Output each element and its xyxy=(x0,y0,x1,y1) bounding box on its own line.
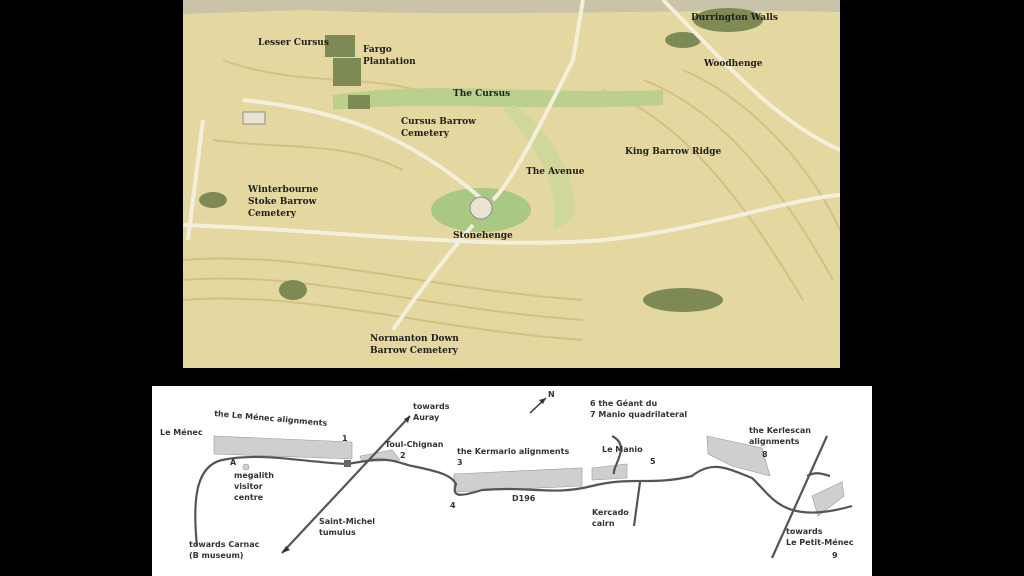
label-a: A xyxy=(230,458,237,467)
label-geant-du-manio: 6 the Géant du 7 Manio quadrilateral xyxy=(590,398,687,420)
label-4: 4 xyxy=(450,501,456,510)
label-durrington-walls: Durrington Walls xyxy=(691,13,778,23)
label-woodhenge: Woodhenge xyxy=(704,59,763,69)
label-towards-carnac: towards Carnac (B museum) xyxy=(189,539,259,561)
label-line: towards xyxy=(786,527,823,536)
label-8: 8 xyxy=(762,450,768,459)
label-2: 2 xyxy=(400,451,406,460)
label-line: Saint-Michel xyxy=(319,517,376,526)
label-toul-chignan: Toul-Chignan xyxy=(385,440,444,449)
label-line: 7 Manio quadrilateral xyxy=(590,410,688,419)
label-kercado-cairn: Kercado cairn xyxy=(592,507,629,529)
label-line: Plantation xyxy=(363,57,416,67)
route-diagram xyxy=(194,397,853,559)
label-line: (B museum) xyxy=(189,551,244,560)
label-1: 1 xyxy=(342,434,348,443)
label-line: megalith xyxy=(234,471,274,480)
north-arrow-icon xyxy=(529,397,547,414)
label-9: 9 xyxy=(832,551,838,560)
label-north: N xyxy=(548,390,555,399)
label-line: Auray xyxy=(413,413,440,422)
label-le-menec: Le Ménec xyxy=(160,428,203,437)
label-line: centre xyxy=(234,493,264,502)
label-3: 3 xyxy=(457,458,463,467)
label-line: alignments xyxy=(749,437,800,446)
label-line: Kercado xyxy=(592,508,629,517)
label-line: cairn xyxy=(592,519,615,528)
label-the-avenue: The Avenue xyxy=(526,167,585,177)
label-king-barrow-ridge: King Barrow Ridge xyxy=(625,147,722,157)
label-line: towards Carnac xyxy=(189,540,260,549)
label-le-manio: Le Manio xyxy=(602,445,643,454)
label-line: the Kerlescan xyxy=(749,426,811,435)
label-line: Stoke Barrow xyxy=(248,197,317,207)
label-line: tumulus xyxy=(319,528,356,537)
label-kermario-alignments: the Kermario alignments xyxy=(457,447,570,456)
label-line: Fargo xyxy=(363,45,392,55)
label-lesser-cursus: Lesser Cursus xyxy=(258,38,329,48)
terrain-illustration xyxy=(183,0,840,368)
label-d196: D196 xyxy=(512,494,536,503)
label-stonehenge: Stonehenge xyxy=(453,231,513,241)
label-line: Normanton Down xyxy=(370,334,459,344)
label-line: 6 the Géant du xyxy=(590,399,658,408)
label-line: Winterbourne xyxy=(248,185,319,195)
label-5: 5 xyxy=(650,457,656,466)
label-line: towards xyxy=(413,402,450,411)
label-line: visitor xyxy=(234,482,263,491)
label-line: Barrow Cemetery xyxy=(370,346,458,356)
label-line: Cursus Barrow xyxy=(401,117,476,127)
label-kerlescan-alignments: the Kerlescan alignments xyxy=(749,425,811,447)
label-saint-michel: Saint-Michel tumulus xyxy=(319,516,375,538)
label-line: Cemetery xyxy=(401,129,449,139)
label-the-cursus: The Cursus xyxy=(453,89,511,99)
label-visitor-centre: megalith visitor centre xyxy=(234,470,274,503)
label-line: Le Petit-Ménec xyxy=(786,538,854,547)
label-line: Cemetery xyxy=(248,209,296,219)
label-towards-le-petit-menec: towards Le Petit-Ménec xyxy=(786,526,854,548)
carnac-alignments-map: Le Ménec the Le Ménec alignments 1 towar… xyxy=(152,386,872,576)
